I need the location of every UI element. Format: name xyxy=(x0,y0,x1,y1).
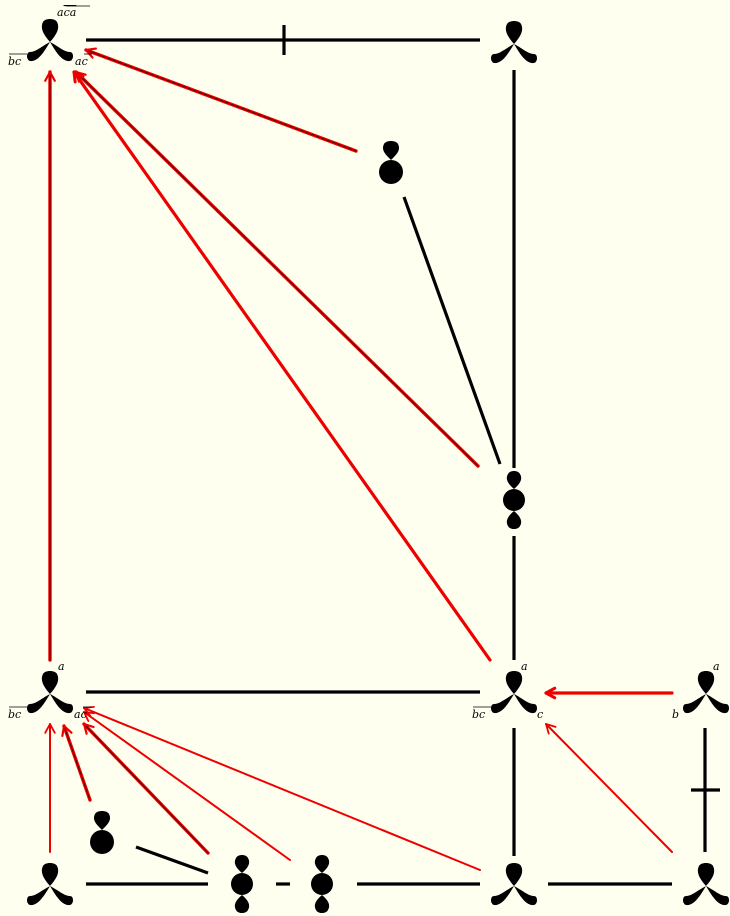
label-tl-right: ac xyxy=(75,55,88,68)
label-layer: aca bc ac a bc ac a bc c a b xyxy=(8,5,720,721)
label-tl-left: bc xyxy=(8,55,21,68)
three-petal-icon xyxy=(683,671,729,714)
theta-loop-icon xyxy=(379,141,403,184)
arrow-head xyxy=(61,724,73,737)
label-ml-top: a xyxy=(58,660,65,673)
figure-eight-ring-icon xyxy=(231,855,253,913)
arrow-shaft xyxy=(83,723,209,854)
theta-loop-icon xyxy=(90,811,114,854)
arrow-head xyxy=(72,70,85,84)
arrow-shaft xyxy=(83,707,481,871)
three-petal-icon xyxy=(491,863,537,906)
three-petal-icon xyxy=(683,863,729,906)
label-mr-right: c xyxy=(537,708,543,721)
three-petal-icon xyxy=(491,21,537,64)
three-petal-icon xyxy=(27,671,73,714)
arrow-shaft xyxy=(83,711,291,861)
arrow-head xyxy=(545,723,557,735)
arrow-layer xyxy=(44,47,674,871)
label-mr-left: bc xyxy=(472,708,485,721)
edge-theta-to-ring xyxy=(402,196,502,465)
figure-eight-ring-icon xyxy=(503,471,525,529)
arrow-head xyxy=(84,47,97,59)
arrow-head xyxy=(44,723,56,734)
arrow-head xyxy=(544,686,557,700)
figure-eight-ring-icon xyxy=(311,855,333,913)
label-ml-right: ac xyxy=(74,708,87,721)
arrow-head xyxy=(44,70,56,82)
label-ml-left: bc xyxy=(8,708,21,721)
arrow-shaft xyxy=(545,723,673,853)
three-petal-icon xyxy=(27,19,73,62)
three-petal-icon xyxy=(27,863,73,906)
edge-layer xyxy=(86,25,720,886)
edge-theta-diag xyxy=(135,845,209,875)
label-tl-top: aca xyxy=(57,6,76,19)
arrow-head xyxy=(83,711,95,722)
label-r-top: a xyxy=(713,660,720,673)
three-petal-icon xyxy=(491,671,537,714)
arrow-shaft xyxy=(75,71,479,467)
arrow-shaft xyxy=(85,49,357,152)
label-mr-top: a xyxy=(521,660,528,673)
arrow-head xyxy=(82,722,95,735)
arrow-shaft xyxy=(63,725,91,801)
arrow-shaft xyxy=(72,70,492,662)
label-r-left: b xyxy=(672,708,679,721)
